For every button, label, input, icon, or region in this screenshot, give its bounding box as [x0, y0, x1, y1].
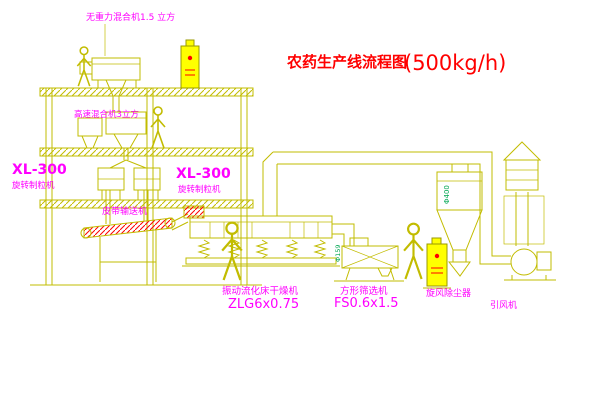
label-granulator-center-name: 旋转制粒机	[178, 184, 221, 195]
label-belt-conveyor: 皮带输送机	[102, 205, 147, 217]
annotation-discharge-pipe: Φ159	[334, 244, 342, 262]
label-dryer-model: ZLG6x0.75	[228, 297, 299, 312]
fan-motor	[536, 251, 552, 271]
gravity-free-mixer	[79, 24, 141, 112]
annotation-cyclone-duct: Φ400	[443, 185, 451, 204]
exhaust-duct	[273, 151, 511, 265]
conveyor-roller	[164, 217, 176, 229]
stack-support-frame	[503, 195, 545, 245]
vibration-spring	[256, 239, 268, 259]
induced-draft-fan	[510, 248, 552, 280]
vibration-spring	[314, 239, 326, 259]
fluid-bed-dryer	[183, 151, 337, 265]
label-top-mixer: 无重力混合机1.5 立方	[86, 11, 175, 23]
label-fan: 引风机	[490, 299, 517, 311]
worker-figure	[221, 221, 243, 282]
vibration-spring	[286, 239, 298, 259]
vibration-spring	[198, 239, 210, 259]
label-cyclone: 旋风除尘器	[426, 287, 471, 299]
control-cabinet-lower	[426, 237, 448, 287]
hopper-machine	[105, 111, 147, 160]
building-frame	[39, 87, 254, 285]
cyclone-separator	[436, 164, 483, 277]
floor-slab-1	[39, 87, 254, 97]
high-speed-mixer	[77, 117, 103, 149]
label-sieve-model: FS0.6x1.5	[334, 296, 399, 311]
ground-lines	[30, 265, 556, 289]
label-granulator-left-model: XL-300	[12, 162, 67, 178]
label-high-speed-mixer: 高速混合机3立方	[74, 109, 139, 120]
diagram-title: 农药生产线流程图	[286, 53, 407, 71]
floor-slab-3	[39, 199, 254, 209]
conveyor-roller	[80, 227, 92, 239]
floor-slab-2	[39, 147, 254, 157]
control-cabinet-upper	[180, 39, 200, 89]
label-granulator-left-name: 旋转制粒机	[12, 180, 55, 191]
label-granulator-center-model: XL-300	[176, 166, 231, 182]
square-sieve	[332, 223, 399, 281]
diagram-capacity: (500kg/h)	[404, 51, 506, 75]
sieve-inlet-cover	[349, 237, 369, 247]
label-dryer-name: 振动流化床干燥机	[222, 285, 299, 297]
worker-figure	[402, 222, 425, 281]
indicator-lamp	[434, 253, 440, 259]
belt-conveyor	[80, 213, 189, 282]
granulators	[97, 159, 161, 224]
exhaust-stack	[502, 141, 545, 246]
vent-cap	[505, 159, 539, 191]
mixer-motor	[79, 61, 93, 75]
dryer-base	[185, 257, 337, 265]
dryer-inlet	[183, 205, 205, 219]
label-sieve-name: 方形筛选机	[340, 285, 388, 297]
indicator-lamp	[187, 55, 193, 61]
worker-figure	[76, 46, 92, 87]
